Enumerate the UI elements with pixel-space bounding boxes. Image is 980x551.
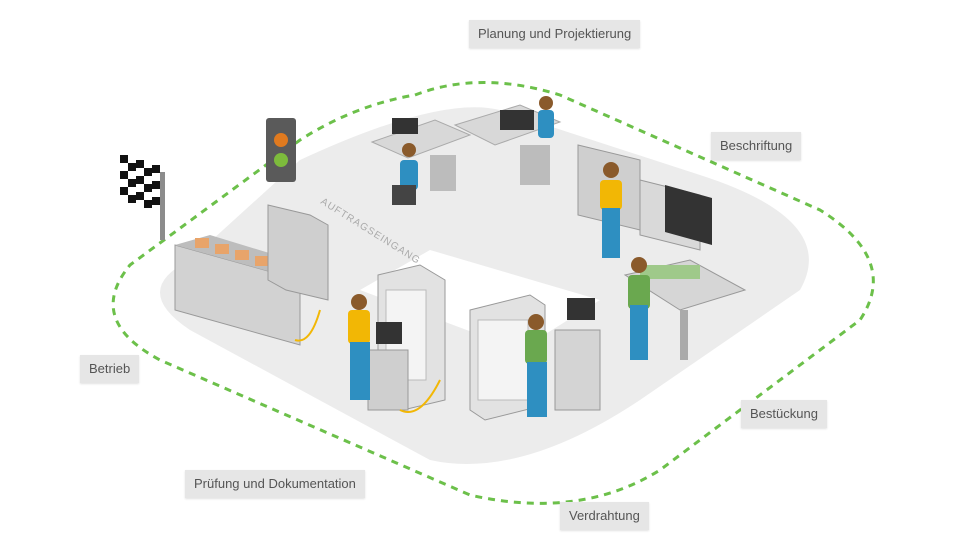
step-label-labeling: Beschriftung	[711, 132, 802, 160]
process-loop	[111, 81, 875, 505]
checkered-flag-icon	[120, 155, 165, 240]
test-worker	[348, 294, 370, 400]
step-label-assembly: Bestückung	[741, 400, 827, 428]
test-station	[367, 264, 446, 413]
planning-desks	[370, 104, 562, 191]
assembly-worker	[628, 257, 650, 360]
step-label-operation: Betrieb	[80, 355, 140, 383]
step-label-wiring: Verdrahtung	[560, 502, 649, 530]
assembly-table	[623, 259, 747, 360]
labeling-worker	[600, 162, 622, 258]
step-label-testing: Prüfung und Dokumentation	[185, 470, 365, 498]
wiring-worker	[525, 314, 547, 417]
production-machine	[174, 204, 329, 346]
traffic-light-icon	[266, 118, 296, 182]
planner-worker-1	[392, 143, 418, 205]
step-label-planning: Planung und Projektierung	[469, 20, 641, 48]
planner-worker-2	[538, 96, 554, 138]
